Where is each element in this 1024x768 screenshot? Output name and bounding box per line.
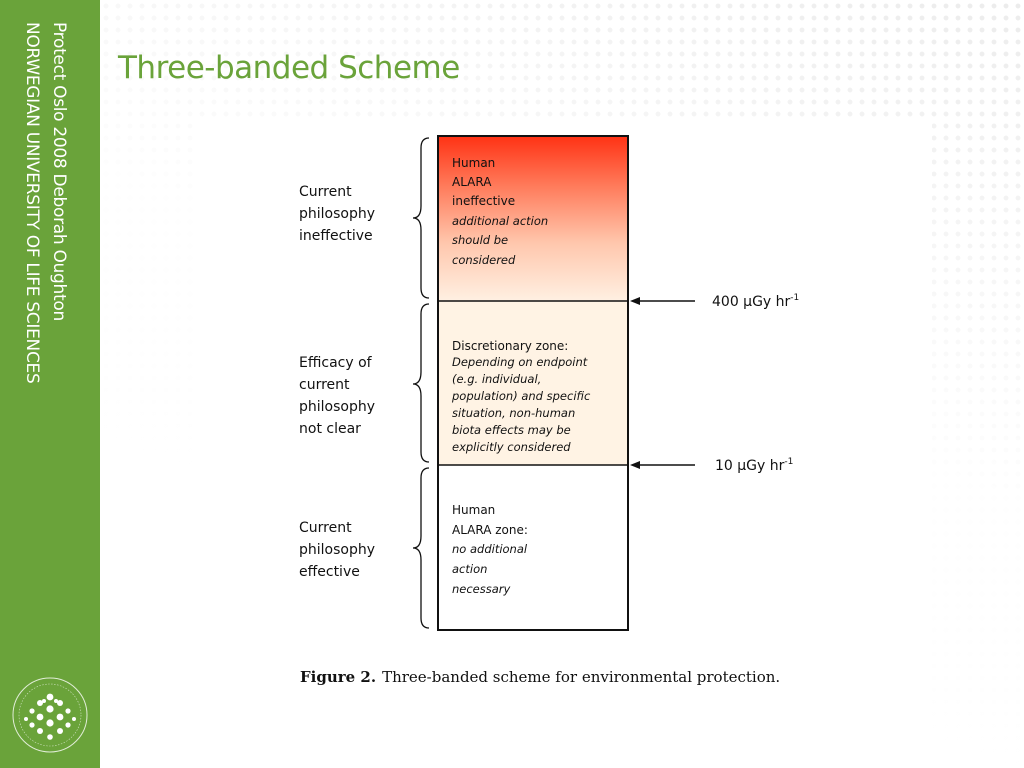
side-label-line: Efficacy of [299,355,373,371]
sidebar: Protect Oslo 2008 Deborah Oughton NORWEG… [0,0,100,768]
band-middle-italic-line: Depending on endpoint [452,355,588,369]
band-middle-italic-line: population) and specific [451,389,591,403]
band-lower-line: Human [452,503,495,517]
band-middle-italic-line: situation, non-human [452,406,575,420]
sidebar-line-university: NORWEGIAN UNIVERSITY OF LIFE SCIENCES [22,22,42,384]
band-lower-italic-line: action [452,562,487,576]
seal-dot [46,705,54,713]
threshold-upper-sup: -1 [790,293,799,303]
band-upper-text: Human ALARA ineffective additional actio… [452,156,548,267]
band-middle-text: Discretionary zone: Depending on endpoin… [451,339,591,454]
figure-caption: Figure 2. Three-banded scheme for environ… [300,668,780,686]
side-label-line: Current [299,184,352,200]
band-lower-text: Human ALARA zone: no additional action n… [452,503,528,596]
threshold-upper: 400 µGy hr-1 [630,293,799,310]
seal-dot [47,734,53,740]
side-label-line: not clear [299,421,361,437]
band-upper-italic-line: additional action [452,214,548,228]
band-upper-italic-line: should be [452,233,508,247]
sidebar-line-presentation: Protect Oslo 2008 Deborah Oughton [49,22,69,321]
band-lower-italic-line: necessary [452,582,511,596]
threshold-lower-sup: -1 [784,457,793,467]
brace-upper [412,137,430,299]
band-middle [438,301,628,465]
seal-dot [46,693,54,701]
seal-dot [24,717,28,721]
band-upper-line: Human [452,156,495,170]
band-middle-italic-line: explicitly considered [452,440,571,454]
slide-title: Three-banded Scheme [118,50,460,86]
seal-dot [37,728,43,734]
band-middle-italic-line: biota effects may be [452,423,571,437]
figure-panel: Human ALARA ineffective additional actio… [197,118,932,732]
side-label-upper: Current philosophy ineffective [299,184,375,244]
band-lower [438,465,628,630]
threshold-lower-label: 10 µGy hr-1 [715,457,793,474]
band-upper-line: ALARA [452,175,492,189]
side-label-line: philosophy [299,542,375,558]
seal-dot [36,713,44,721]
threshold-upper-value: 400 µGy hr [712,294,791,310]
seal-dot [54,699,58,703]
seal-dot [72,717,76,721]
seal-dot [29,722,35,728]
seal-dot [42,699,46,703]
band-lower-line: ALARA zone: [452,523,528,537]
side-label-line: effective [299,564,360,580]
band-lower-italic-line: no additional [452,542,528,556]
side-label-lower: Current philosophy effective [299,520,375,580]
seal-dot [57,728,63,734]
seal-dot [29,708,35,714]
figure-caption-label: Figure 2. [300,668,376,686]
seal-dot [56,713,64,721]
band-upper-line: ineffective [452,194,515,208]
university-seal-icon [12,677,88,753]
side-label-line: current [299,377,350,393]
side-label-line: Current [299,520,352,536]
seal-dot [37,700,43,706]
threshold-lower-value: 10 µGy hr [715,458,785,474]
three-banded-scheme-diagram: Human ALARA ineffective additional actio… [299,135,799,686]
figure-caption-text: Three-banded scheme for environmental pr… [382,668,780,686]
band-upper [438,136,628,301]
arrowhead-icon [630,297,640,305]
seal-dot [57,700,63,706]
seal-dot [65,722,71,728]
side-label-line: philosophy [299,399,375,415]
brace-lower [412,467,430,629]
band-frame [437,135,629,631]
seal-dot [46,719,54,727]
sidebar-text: Protect Oslo 2008 Deborah Oughton NORWEG… [18,22,72,383]
seal-dot [65,708,71,714]
band-middle-italic-line: (e.g. individual, [452,372,541,386]
brace-middle [412,303,430,463]
threshold-lower: 10 µGy hr-1 [630,457,793,474]
side-label-line: ineffective [299,228,373,244]
arrowhead-icon [630,461,640,469]
band-upper-italic-line: considered [452,253,516,267]
band-middle-line: Discretionary zone: [452,339,568,353]
side-label-middle: Efficacy of current philosophy not clear [299,355,375,437]
side-label-line: philosophy [299,206,375,222]
threshold-upper-label: 400 µGy hr-1 [712,293,799,310]
